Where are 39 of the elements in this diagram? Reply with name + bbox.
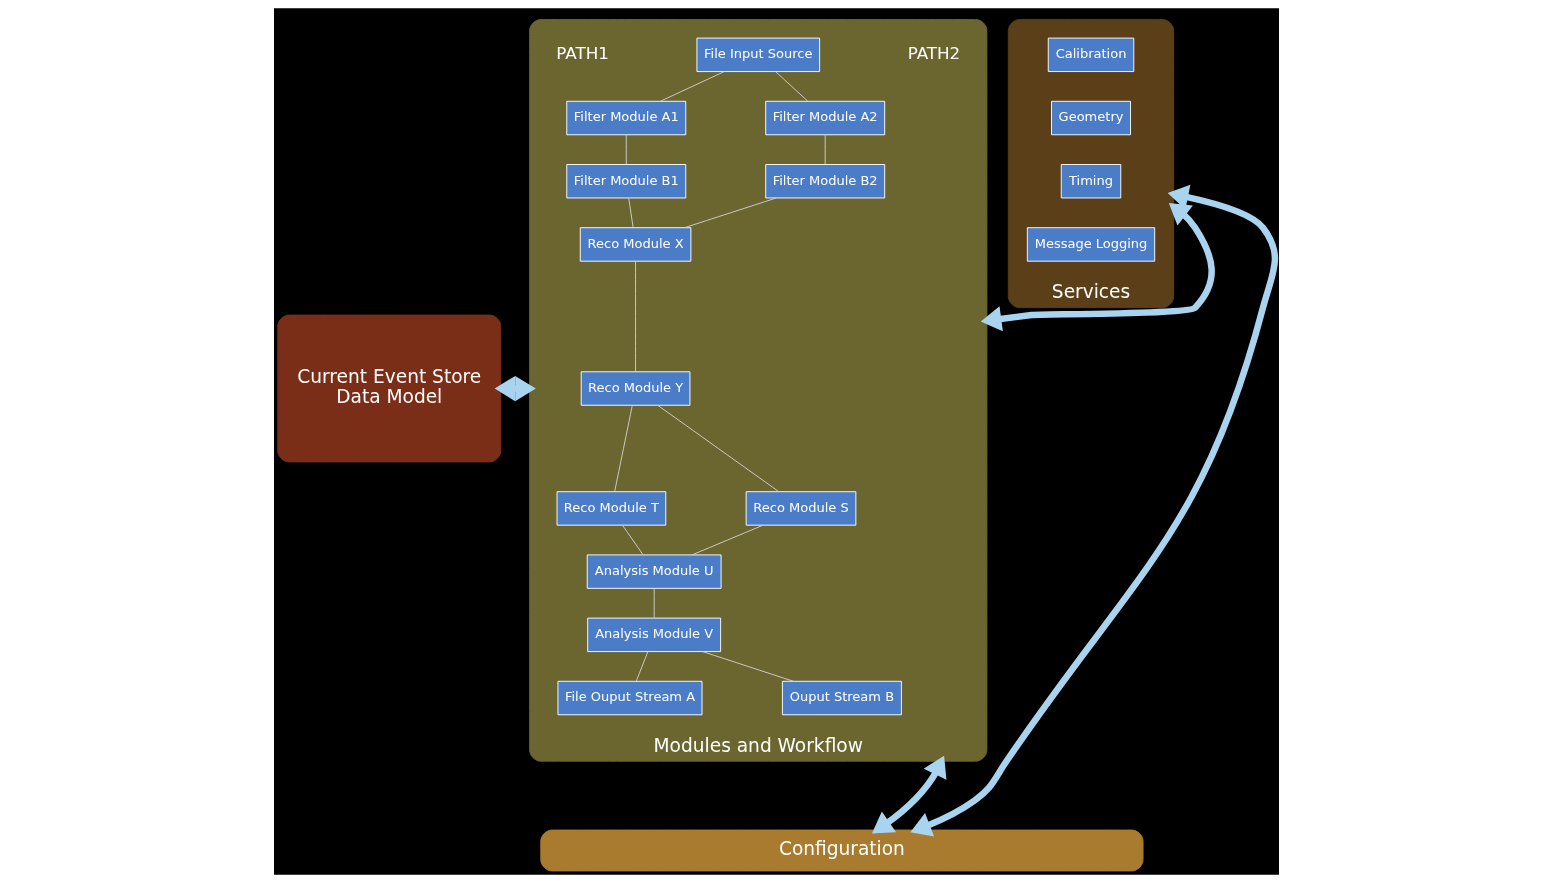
node-box: Calibration [1047, 37, 1135, 73]
connector [824, 134, 826, 165]
node-box: Geometry [1051, 100, 1131, 136]
connector [625, 134, 627, 165]
connector [691, 524, 764, 556]
node-box: Reco Module Y [580, 371, 691, 406]
connector [635, 651, 649, 682]
arrow [910, 184, 1279, 837]
node-box: Analysis Module U [586, 554, 722, 589]
arrow [871, 755, 947, 834]
node-box: Analysis Module V [587, 617, 722, 653]
node-box: Filter Module B2 [765, 164, 886, 199]
connector [775, 71, 809, 102]
arrow [494, 375, 536, 402]
connector [653, 588, 655, 619]
label: PATH1 [556, 42, 609, 63]
node-box: File Ouput Stream A [557, 680, 703, 716]
connector [622, 525, 644, 555]
node-box: Ouput Stream B [781, 680, 902, 716]
connector [635, 260, 637, 372]
node-box: Reco Module S [745, 491, 857, 526]
connector [628, 197, 634, 228]
connector [614, 404, 633, 492]
connector [659, 71, 725, 102]
node-box: Message Logging [1026, 227, 1156, 262]
node-box: Reco Module T [556, 491, 667, 526]
node-box: Configuration [540, 829, 1144, 872]
label: PATH2 [907, 42, 961, 63]
node-box: Reco Module X [579, 227, 692, 262]
node-box: Current Event Store Data Model [277, 314, 502, 463]
node-box: Timing [1060, 164, 1122, 199]
arrow [980, 203, 1215, 332]
connector [657, 404, 780, 493]
node-box: File Input Source [696, 37, 821, 73]
connector [702, 651, 794, 682]
node-box: Filter Module A2 [765, 100, 886, 136]
node-box: Filter Module B1 [566, 164, 687, 199]
connector [683, 197, 777, 229]
node-box: Filter Module A1 [566, 100, 687, 136]
